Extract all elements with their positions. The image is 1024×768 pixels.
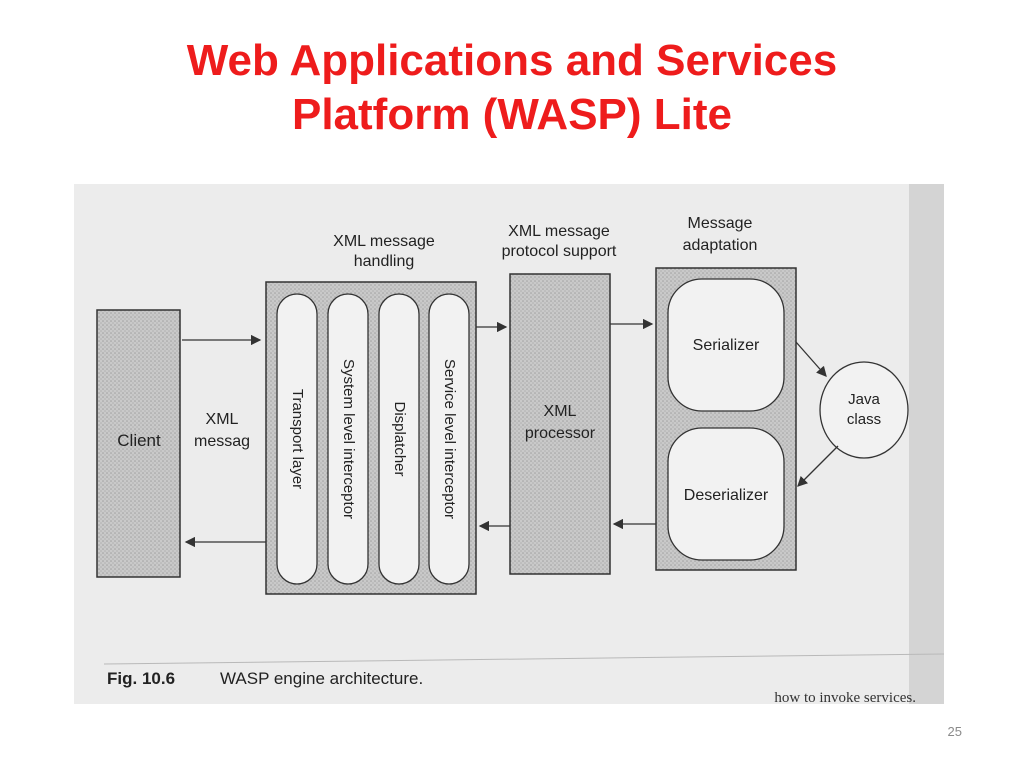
xml-processor-box [509,273,611,575]
transport-layer-capsule [276,293,318,585]
processor-label-line-2: processor [525,425,596,442]
bottom-text: how to invoke services. [774,690,916,704]
protocol-heading-line-1: XML message [508,223,610,240]
deserializer-label: Deserializer [684,487,769,504]
service-interceptor-label: Service level interceptor [441,359,458,519]
transport-layer-label: Transport layer [289,389,306,489]
client-box [96,309,181,578]
caption-text: WASP engine architecture. [220,669,423,688]
wasp-architecture-figure: Client XML messag XML message handling T… [74,184,944,704]
java-label-line-2: class [847,411,881,428]
page-edge-shadow [909,184,944,704]
architecture-diagram: Client XML messag XML message handling T… [74,184,944,704]
adaptation-heading-line-2: adaptation [683,237,758,254]
system-interceptor-capsule [327,293,369,585]
slide-title: Web Applications and Services Platform (… [0,34,1024,142]
serializer-label: Serializer [693,337,760,354]
caption-rule [103,653,944,665]
page-number: 25 [947,724,962,739]
system-interceptor-label: System level interceptor [340,359,357,519]
processor-label-line-1: XML [544,403,577,420]
java-to-deserializer-arrow [797,445,839,487]
title-line-1: Web Applications and Services [186,36,838,85]
java-label-line-1: Java [848,391,880,408]
xml-arrow-label-line-2: messag [194,433,250,450]
dispatcher-capsule [378,293,420,585]
protocol-heading-line-2: protocol support [502,243,617,260]
java-class-circle [819,361,909,459]
caption-number: Fig. 10.6 [107,669,175,688]
dispatcher-label: Displatcher [391,401,408,476]
handling-heading-line-1: XML message [333,233,435,250]
xml-arrow-label-line-1: XML [206,411,239,428]
title-line-2: Platform (WASP) Lite [291,90,733,139]
client-label: Client [117,431,161,450]
handling-heading-line-2: handling [354,253,415,270]
adaptation-heading-line-1: Message [688,215,753,232]
service-interceptor-capsule [428,293,470,585]
serializer-to-java-arrow [795,341,827,377]
serializer-box [667,278,785,412]
deserializer-box [667,427,785,561]
scan-background [74,184,944,704]
